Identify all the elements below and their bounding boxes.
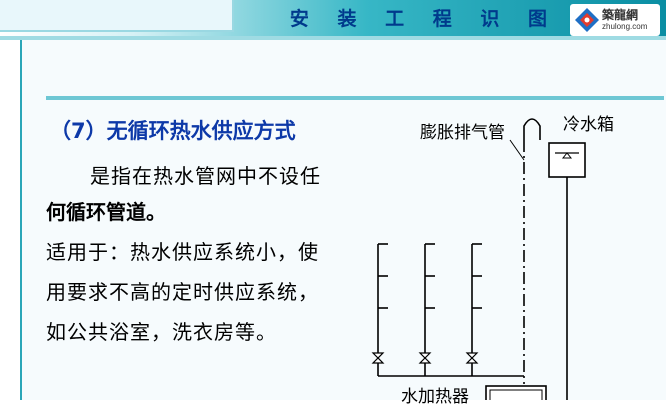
cold-tank-label: 冷水箱: [563, 115, 614, 135]
slide-section-title: 安 装 工 程 识 图: [289, 8, 558, 30]
paragraph-line-4: 用要求不高的定时供应系统，: [46, 280, 319, 304]
expansion-pipe-hook: [523, 118, 541, 140]
logo-text: 築龍網: [602, 8, 639, 22]
valve-2: [418, 352, 432, 364]
heater-label: 水加热器: [401, 387, 469, 407]
water-heater: [485, 385, 547, 400]
tank-level-marker: [561, 152, 573, 159]
water-heater-inner: [489, 389, 543, 400]
header-left-box: [0, 0, 234, 32]
logo-mark-icon: [575, 8, 599, 32]
paragraph-line-3: 适用于：热水供应系统小，使: [46, 240, 319, 264]
paragraph-line-2: 何循环管道。: [46, 200, 166, 224]
content-divider: [46, 96, 664, 100]
valve-1: [371, 352, 385, 364]
expansion-label-leader: [509, 139, 525, 161]
paragraph-line-1: 是指在热水管网中不设任: [90, 164, 321, 188]
brand-logo: 築龍網 zhulong.com: [570, 4, 660, 36]
header-band: [0, 36, 666, 40]
paragraph-line-5: 如公共浴室，洗衣房等。: [46, 320, 277, 344]
slide-content-frame: [20, 40, 666, 400]
slide-subtitle: （7）无循环热水供应方式: [50, 119, 296, 143]
logo-url: zhulong.com: [602, 22, 648, 31]
expansion-pipe-label: 膨胀排气管: [420, 123, 505, 143]
cold-water-tank: [548, 142, 586, 178]
valve-3: [465, 352, 479, 364]
